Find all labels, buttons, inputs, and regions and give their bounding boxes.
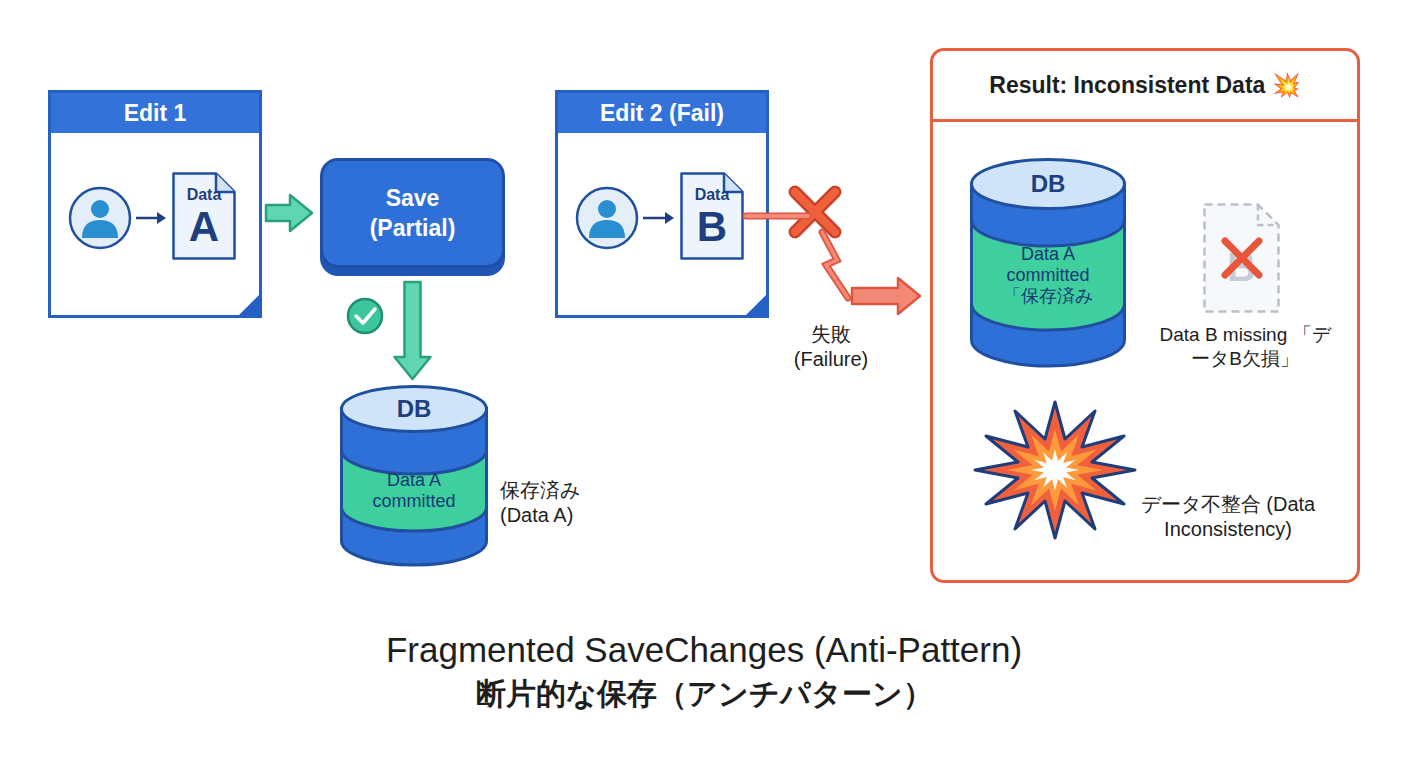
cross-stroke (795, 192, 835, 232)
document-caption: Data (187, 186, 222, 204)
cross-stroke-outline (795, 192, 835, 232)
document-letter: B (697, 204, 727, 250)
failure-arrow-shape (852, 278, 920, 314)
note-label: データ不整合 (Data Inconsistency) (1103, 492, 1353, 542)
missing-letter: B (1203, 245, 1280, 289)
failure-bolt-outline (822, 232, 848, 298)
flow-arrow (395, 282, 431, 379)
frame-title: Edit 1 (51, 93, 259, 133)
cylinder-body (972, 184, 1125, 366)
database-cylinder: DB Data A committed 「保存済み (970, 158, 1126, 366)
document-texts: DataA (172, 186, 236, 250)
cross-stroke (1225, 241, 1259, 275)
document-texts: DataB (680, 186, 744, 250)
database-title: DB (970, 170, 1126, 198)
database-content: Data A committed 「保存済み (988, 244, 1108, 307)
database-title: DB (340, 395, 488, 423)
flow-arrow (746, 216, 920, 314)
document-body (682, 174, 743, 259)
cross-stroke-outline (795, 192, 835, 232)
check-badge (348, 299, 382, 333)
edit-document: Edit 1 DataA (48, 90, 262, 318)
document-caption: Data (695, 186, 730, 204)
document-body (174, 174, 235, 259)
process-box: Save (Partial) (320, 158, 505, 268)
document-letter: A (189, 204, 219, 250)
database-band: Data A committed (340, 462, 488, 519)
cylinder-band (342, 450, 487, 531)
button-label: Save (Partial) (350, 183, 475, 243)
check-circle (348, 299, 382, 333)
failure-bolt (822, 232, 848, 298)
data-document: DataB (680, 172, 744, 260)
cylinder-band (972, 220, 1125, 330)
database-band: Data A committed 「保存済み (970, 233, 1126, 317)
edit-document: Edit 2 (Fail) DataB (555, 90, 769, 318)
missing-document-fold (1258, 205, 1279, 226)
cross-stroke (1225, 241, 1259, 275)
flow-arrow-shape (395, 282, 431, 379)
missing-cross (1203, 203, 1280, 313)
flow-arrow (266, 195, 312, 231)
frame-title: Edit 2 (Fail) (558, 93, 766, 133)
note-label: 保存済み (Data A) (500, 478, 612, 528)
database-content: Data A committed (354, 470, 474, 512)
failure-cross (795, 192, 835, 232)
edge-label: 失敗 (Failure) (785, 322, 877, 372)
cross-stroke (795, 192, 835, 232)
check-mark (356, 309, 375, 323)
missing-data: B Data B missing 「データB欠損」 (1155, 203, 1335, 378)
diagram-caption: Fragmented SaveChanges (Anti-Pattern) 断片… (304, 628, 1104, 716)
missing-document-body (1205, 205, 1279, 312)
flow-arrow-shape (266, 195, 312, 231)
missing-label: Data B missing 「データB欠損」 (1155, 323, 1335, 371)
panel-title: Result: Inconsistent Data 💥 (933, 51, 1357, 122)
data-document: DataA (172, 172, 236, 260)
database-cylinder: DB Data A committed (340, 385, 488, 565)
